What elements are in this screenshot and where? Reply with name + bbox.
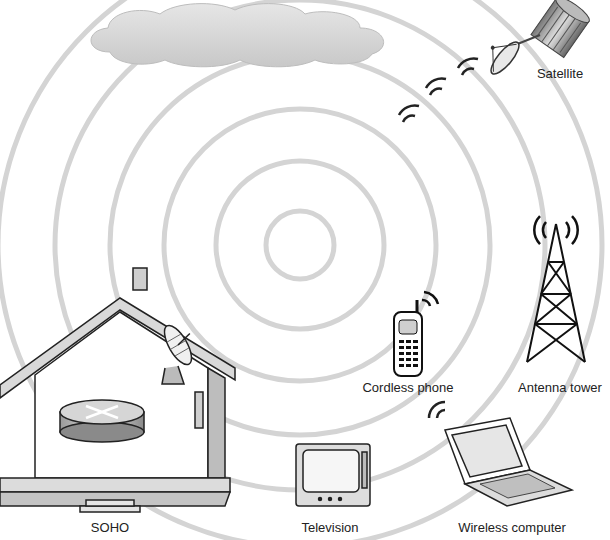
phone-label: Cordless phone — [362, 380, 453, 395]
cordless-phone — [394, 292, 438, 376]
computer-label: Wireless computer — [458, 520, 566, 535]
cloud — [91, 4, 384, 67]
tv-label: Television — [301, 520, 358, 535]
antenna-tower — [527, 216, 585, 362]
soho-label: SOHO — [91, 520, 129, 535]
wireless-computer — [429, 402, 572, 506]
tower-label: Antenna tower — [518, 380, 602, 395]
satellite-label: Satellite — [537, 66, 583, 81]
television — [296, 444, 370, 506]
soho-house — [0, 268, 235, 512]
satellite — [399, 0, 592, 122]
